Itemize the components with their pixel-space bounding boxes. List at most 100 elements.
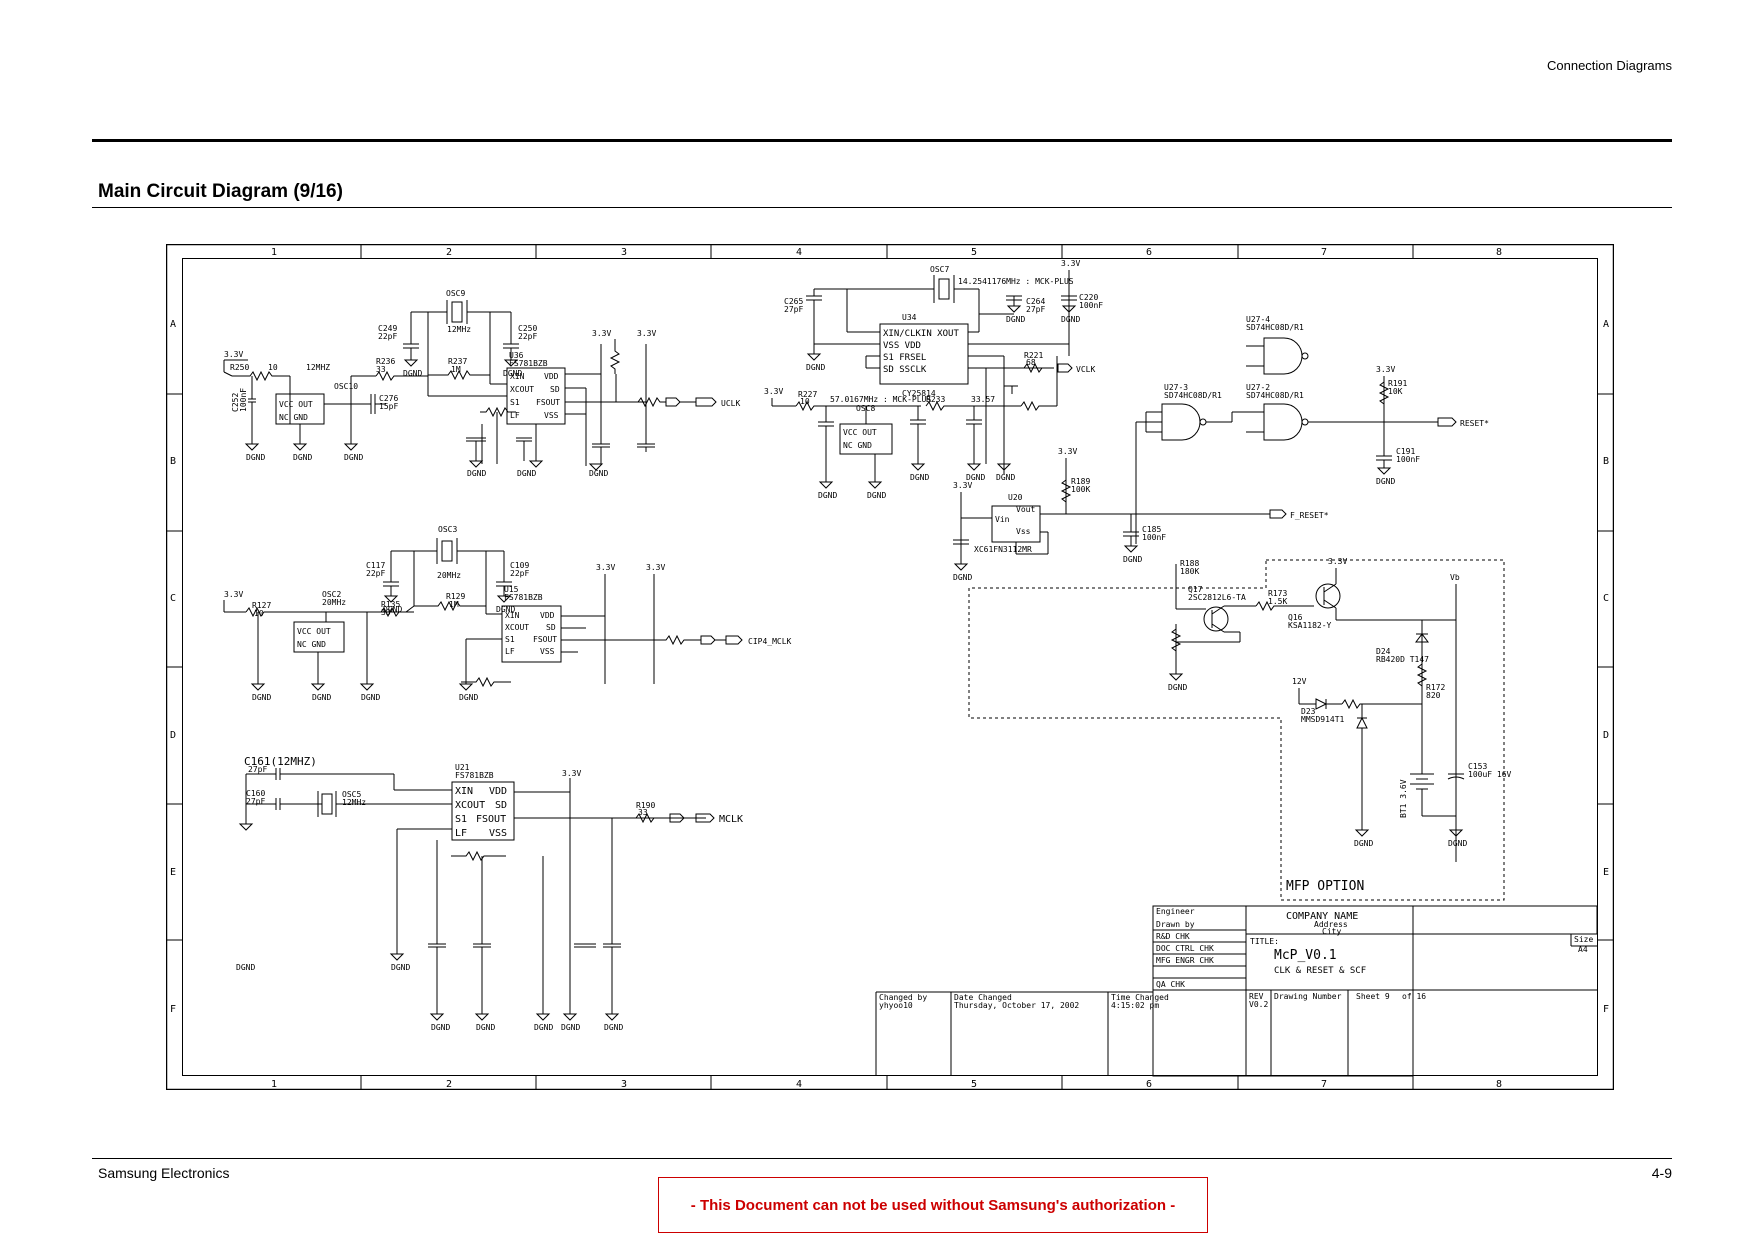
osc3-freq: 20MHz <box>437 571 461 580</box>
authorization-notice: - This Document can not be used without … <box>658 1177 1208 1233</box>
tb-date-label: Date Changed <box>954 993 1012 1002</box>
row-label-right-D: D <box>1603 730 1609 741</box>
tb-address: Address <box>1314 920 1348 929</box>
tb-row-mfg-engr-chk: MFG ENGR CHK <box>1156 956 1214 965</box>
dgnd-osc5-7: DGND <box>604 1023 623 1032</box>
u21-pin-s1: S1 <box>455 814 467 825</box>
dgnd-osc9-3: DGND <box>467 469 486 478</box>
tb-title-label: TITLE: <box>1250 937 1279 946</box>
col-label-top-3: 3 <box>621 247 627 258</box>
osc2-block <box>223 600 415 691</box>
osc5-u21-block <box>238 768 715 1021</box>
net-cip4-mclk: CIP4_MCLK <box>748 637 792 646</box>
tb-time: 4:15:02 pm <box>1111 1001 1159 1010</box>
col-label-top-8: 8 <box>1496 247 1502 258</box>
osc7-freq: 14.2541176MHz : MCK-PLUS <box>958 277 1074 286</box>
u21-pin-xin: XIN <box>455 786 473 797</box>
tb-changed-by-label: Changed by <box>879 993 927 1002</box>
c252-value: 100nF <box>239 388 248 412</box>
tb-title: McP_V0.1 <box>1274 948 1337 963</box>
c265-value: 27pF <box>784 305 803 314</box>
u20-name: U20 <box>1008 493 1023 502</box>
u36-pin-vss: VSS <box>544 411 559 420</box>
col-label-bottom-5: 5 <box>971 1079 977 1090</box>
c160-value: 27pF <box>246 797 265 806</box>
col-label-top-1: 1 <box>271 247 277 258</box>
osc10-name: OSC10 <box>334 382 358 391</box>
c265-label: C265 <box>784 297 803 306</box>
osc8-freq: 57.0167MHz : MCK-PLUS <box>830 395 931 404</box>
frame-column-dividers <box>166 244 1614 1090</box>
r188-label: R188 <box>1180 559 1199 568</box>
dgnd-osc8-1: DGND <box>818 491 837 500</box>
authorization-notice-text: - This Document can not be used without … <box>690 1196 1176 1214</box>
dgnd-osc5-3: DGND <box>431 1023 450 1032</box>
u27-2-part: SD74HC08D/R1 <box>1246 391 1304 400</box>
r135-label: R135 <box>381 600 400 609</box>
tb-rev: V0.2 <box>1249 1000 1268 1009</box>
net-33v-i: 3.3V <box>1376 365 1395 374</box>
col-label-top-6: 6 <box>1146 247 1152 258</box>
col-label-bottom-6: 6 <box>1146 1079 1152 1090</box>
u34-pin-sd: SD SSCLK <box>883 365 927 375</box>
c191-label: C191 <box>1396 447 1415 456</box>
u27-3-part: SD74HC08D/R1 <box>1164 391 1222 400</box>
d23-part: MMSD914T1 <box>1301 715 1345 724</box>
r127-label: R127 <box>252 601 271 610</box>
dgnd-osc5-4: DGND <box>476 1023 495 1032</box>
net-33v-c: 3.3V <box>596 563 615 572</box>
tb-row-drawn-by: Drawn by <box>1156 920 1195 929</box>
r250-label: R250 <box>230 363 249 372</box>
u36-pin-xcout: XCOUT <box>510 385 534 394</box>
dgnd-osc10-3: DGND <box>344 453 363 462</box>
r227-label: R227 <box>798 390 817 399</box>
c161-label: C161(12MHZ) <box>244 755 317 768</box>
osc7-name: OSC7 <box>930 265 949 274</box>
c252-label: C252 <box>231 393 240 412</box>
u36-pin-lf: LF <box>510 411 520 420</box>
net-33v-g: 3.3V <box>953 481 972 490</box>
dgnd-osc2-3: DGND <box>361 693 380 702</box>
c185-value: 100nF <box>1142 533 1166 542</box>
osc2-pin-nc: NC GND <box>297 640 326 649</box>
u15-pin-vdd: VDD <box>540 611 555 620</box>
u36-pin-s1: S1 <box>510 398 520 407</box>
u21-pin-xcout: XCOUT <box>455 800 485 811</box>
u15-pin-sd: SD <box>546 623 556 632</box>
r221-value: 68 <box>1026 358 1036 367</box>
tb-rev-label: REV <box>1249 992 1264 1001</box>
d24-label: D24 <box>1376 647 1391 656</box>
net-33v-e: 3.3V <box>562 769 581 778</box>
u15-pin-xin: XIN <box>505 611 520 620</box>
mfp-option-block <box>968 559 1505 901</box>
tb-date: Thursday, October 17, 2002 <box>954 1001 1079 1010</box>
page-title: Main Circuit Diagram (9/16) <box>98 181 343 202</box>
u21-pin-lf: LF <box>455 828 467 839</box>
osc2-freq: 20MHz <box>322 598 346 607</box>
osc8-name: OSC8 <box>856 404 875 413</box>
u34-label: U34 <box>902 313 917 322</box>
osc8-pin-vcc: VCC OUT <box>843 428 877 437</box>
osc8-block <box>771 398 1012 489</box>
tb-city: City <box>1322 927 1341 936</box>
u15-part: FS781BZB <box>504 593 543 602</box>
q17-label: Q17 <box>1188 585 1203 594</box>
mfp-supply-12v: 12V <box>1292 677 1307 686</box>
net-mclk: MCLK <box>719 814 743 825</box>
u36-part: FS781BZB <box>509 359 548 368</box>
tb-company: COMPANY NAME <box>1286 911 1358 922</box>
u15-pin-xcout: XCOUT <box>505 623 529 632</box>
c276-label: C276 <box>379 394 398 403</box>
dgnd-osc8-5: DGND <box>996 473 1015 482</box>
col-label-bottom-1: 1 <box>271 1079 277 1090</box>
osc10-pin-vcc: VCC OUT <box>279 400 313 409</box>
dgnd-osc9-5: DGND <box>589 469 608 478</box>
c109-label: C109 <box>510 561 529 570</box>
footer-page-number: 4-9 <box>1651 1165 1672 1181</box>
u15-pin-s1: S1 <box>505 635 515 644</box>
u34-part: CY25814 <box>902 389 936 398</box>
u21-pin-fsout: FSOUT <box>476 814 506 825</box>
row-label-left-C: C <box>170 593 176 604</box>
row-label-right-A: A <box>1603 319 1609 330</box>
dgnd-osc2-2: DGND <box>312 693 331 702</box>
